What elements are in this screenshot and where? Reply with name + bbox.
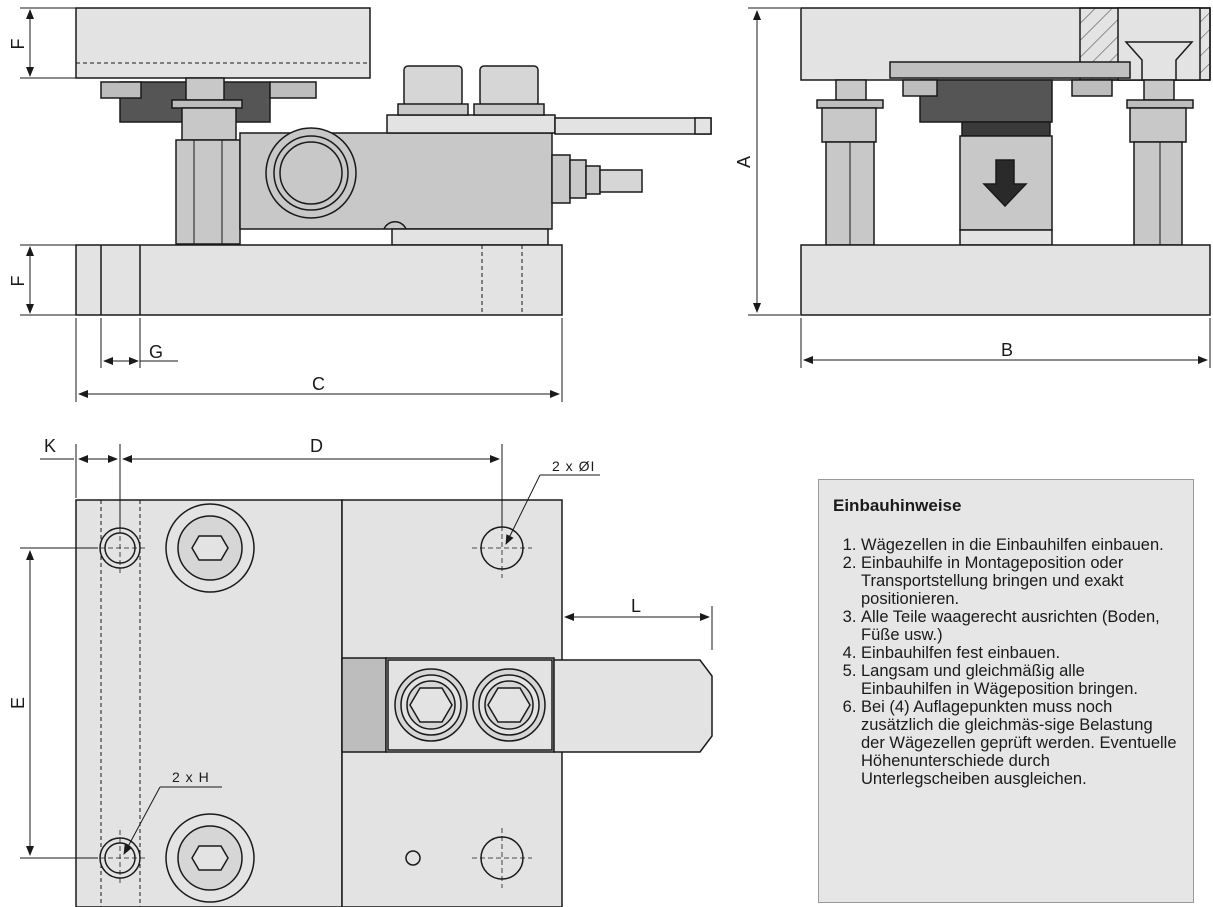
note-item: Einbauhilfen fest einbauen. [861,644,1179,662]
top-view-dimensions [20,444,713,859]
label-F-top: F [8,39,28,50]
label-holes-I: 2 x ØI [552,458,595,474]
label-F-bottom: F [8,276,28,287]
label-A: A [734,156,754,168]
side-top-plate [75,7,371,79]
note-item: Langsam und gleichmäßig alle Einbauhilfe… [861,662,1179,698]
label-C: C [312,374,325,394]
top-view-centerlines [92,518,532,888]
label-E: E [8,697,28,709]
installation-notes-list: Wägezellen in die Einbauhilfen einbauen.… [833,536,1179,788]
label-holes-H: 2 x H [172,769,210,785]
note-item: Einbauhilfe in Montageposition oder Tran… [861,554,1179,608]
installation-notes-title: Einbauhinweise [833,496,962,515]
side-base-plate [75,244,563,316]
top-view [75,499,713,907]
front-view [800,7,1211,316]
installation-notes-box: Einbauhinweise Wägezellen in die Einbauh… [818,479,1194,903]
label-B: B [1001,340,1013,360]
note-item: Bei (4) Auflagepunkten muss noch zusätzl… [861,698,1179,788]
label-K: K [44,436,56,456]
label-D: D [310,436,323,456]
front-base-plate [800,244,1211,316]
note-item: Alle Teile waagerecht ausrichten (Boden,… [861,608,1179,644]
side-view [75,7,712,316]
label-G: G [149,342,163,362]
front-view-dimensions [748,7,1211,368]
label-L: L [631,596,641,616]
note-item: Wägezellen in die Einbauhilfen einbauen. [861,536,1179,554]
side-view-dimensions [20,7,563,402]
